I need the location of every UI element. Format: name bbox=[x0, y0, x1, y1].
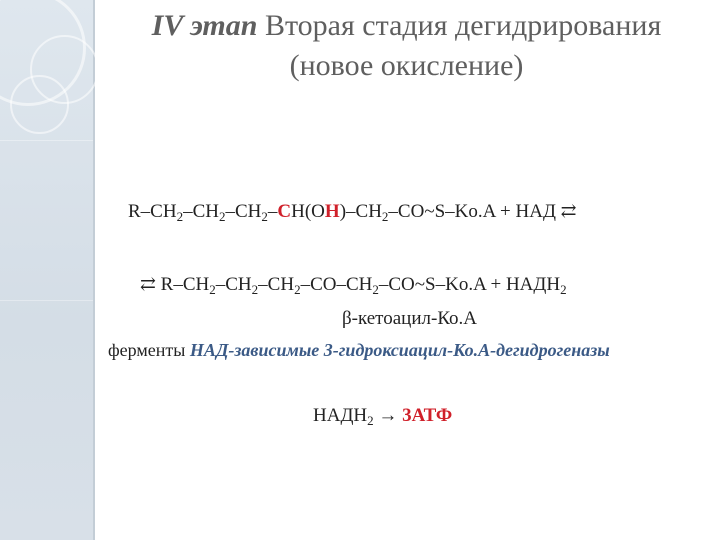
reaction-line-1: R–CH2–CH2–CH2–CH(OH)–CH2–CO~S–Ko.A + НАД… bbox=[128, 200, 577, 225]
yield-right: 3АТФ bbox=[402, 405, 453, 426]
decorative-circle bbox=[10, 75, 69, 134]
title-stage: IV этап bbox=[151, 9, 258, 42]
formula-text: –CH bbox=[258, 274, 295, 295]
subscript: 2 bbox=[209, 282, 216, 297]
highlighted-hydrogen: H bbox=[324, 201, 340, 222]
highlighted-carbon: C bbox=[277, 201, 292, 222]
enzymes-line: ферменты НАД-зависимые 3-гидроксиацил-Ко… bbox=[108, 340, 610, 361]
left-decorative-panel bbox=[0, 0, 99, 540]
formula-text: –CH bbox=[225, 201, 262, 222]
formula-text: H(O bbox=[291, 201, 325, 222]
subscript: 2 bbox=[218, 209, 226, 224]
subscript: 2 bbox=[251, 282, 259, 297]
energy-yield: НАДН2 → 3АТФ bbox=[313, 405, 452, 429]
formula-text: –CO–CH bbox=[300, 274, 373, 295]
subscript: 2 bbox=[294, 282, 301, 297]
formula-text: –CO~S–Ko.A + НАДН bbox=[378, 274, 561, 295]
enzymes-label: ферменты bbox=[108, 340, 186, 360]
product-name: β-кетоацил-Ко.А bbox=[342, 308, 478, 329]
title-line-2: (новое окисление) bbox=[289, 49, 524, 82]
decorative-line bbox=[0, 140, 93, 141]
formula-text: –CO~S–Ko.A + НАД ⇄ bbox=[388, 201, 577, 222]
reaction-line-2: ⇄ R–CH2–CH2–CH2–CO–CH2–CO~S–Ko.A + НАДН2 bbox=[140, 273, 567, 298]
formula-text: R–CH bbox=[128, 201, 177, 222]
yield-arrow: → bbox=[373, 405, 403, 426]
formula-text: –CH bbox=[183, 201, 219, 222]
slide-title: IV этап Вторая стадия дегидрирования (но… bbox=[93, 6, 720, 86]
yield-left: НАДН bbox=[313, 405, 368, 426]
decorative-line bbox=[0, 300, 93, 301]
subscript: 2 bbox=[560, 282, 567, 297]
subscript: 2 bbox=[372, 282, 379, 297]
formula-text: – bbox=[267, 201, 278, 222]
title-line-1: IV этап Вторая стадия дегидрирования bbox=[93, 6, 720, 46]
subscript: 2 bbox=[367, 413, 374, 428]
subscript: 2 bbox=[176, 209, 184, 224]
subscript: 2 bbox=[381, 209, 389, 224]
formula-text: –CH bbox=[215, 274, 252, 295]
formula-text: ⇄ R–CH bbox=[140, 274, 210, 295]
formula-text: )–CH bbox=[339, 201, 382, 222]
subscript: 2 bbox=[261, 209, 268, 224]
title-text: Вторая стадия дегидрирования bbox=[264, 9, 662, 42]
enzymes-name: НАД-зависимые 3-гидроксиацил-Ко.А-дегидр… bbox=[189, 340, 610, 360]
